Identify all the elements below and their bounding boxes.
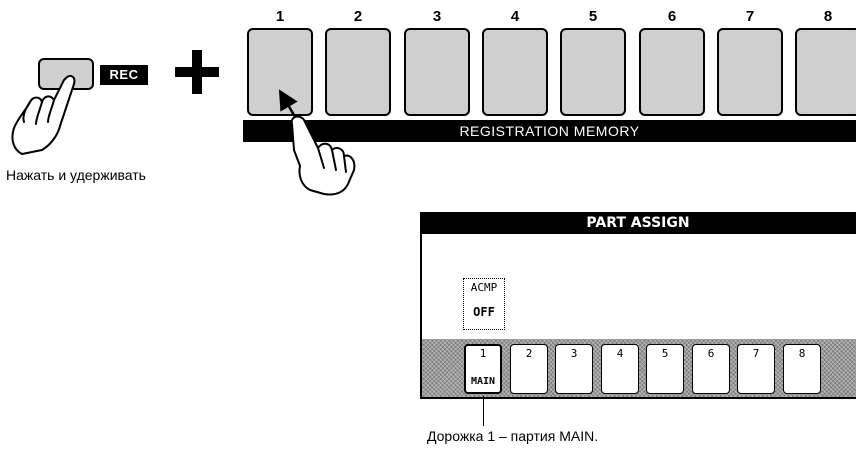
reg-number-8: 8 xyxy=(823,8,833,25)
track-number-8: 8 xyxy=(798,347,806,360)
track-caption: Дорожка 1 – партия MAIN. xyxy=(427,428,599,444)
registration-button-3[interactable] xyxy=(404,28,470,116)
track-box-7 xyxy=(737,344,775,394)
registration-button-8[interactable] xyxy=(795,28,856,116)
track-number-1: 1 xyxy=(479,347,487,360)
registration-button-5[interactable] xyxy=(560,28,626,116)
track-box-4 xyxy=(601,344,639,394)
track-part-1: MAIN xyxy=(470,376,496,387)
acmp-label: ACMP xyxy=(470,281,498,294)
acmp-box xyxy=(463,278,505,330)
reg-number-1: 1 xyxy=(275,8,285,25)
reg-number-6: 6 xyxy=(667,8,677,25)
track-number-7: 7 xyxy=(752,347,760,360)
acmp-value: OFF xyxy=(473,305,495,319)
track-box-2 xyxy=(510,344,548,394)
reg-number-2: 2 xyxy=(353,8,363,25)
track-box-1 xyxy=(464,344,502,394)
track-box-6 xyxy=(692,344,730,394)
registration-button-6[interactable] xyxy=(639,28,705,116)
reg-number-4: 4 xyxy=(510,8,520,25)
track-number-2: 2 xyxy=(525,347,533,360)
track-box-3 xyxy=(555,344,593,394)
held-button[interactable] xyxy=(38,58,94,90)
track-number-6: 6 xyxy=(707,347,715,360)
registration-button-7[interactable] xyxy=(717,28,783,116)
track-number-5: 5 xyxy=(661,347,669,360)
plus-icon xyxy=(175,50,219,94)
callout-line xyxy=(483,396,484,426)
registration-button-4[interactable] xyxy=(482,28,548,116)
reg-number-3: 3 xyxy=(432,8,442,25)
lcd-title: PART ASSIGN xyxy=(420,212,856,234)
reg-number-7: 7 xyxy=(745,8,755,25)
track-number-3: 3 xyxy=(570,347,578,360)
reg-number-5: 5 xyxy=(588,8,598,25)
track-box-5 xyxy=(646,344,684,394)
registration-memory-bar: REGISTRATION MEMORY xyxy=(243,120,856,142)
rec-label: REC xyxy=(100,65,148,85)
track-number-4: 4 xyxy=(616,347,624,360)
registration-button-1[interactable] xyxy=(247,28,313,116)
track-box-8 xyxy=(783,344,821,394)
registration-button-2[interactable] xyxy=(325,28,391,116)
hold-caption: Нажать и удерживать xyxy=(6,167,146,183)
